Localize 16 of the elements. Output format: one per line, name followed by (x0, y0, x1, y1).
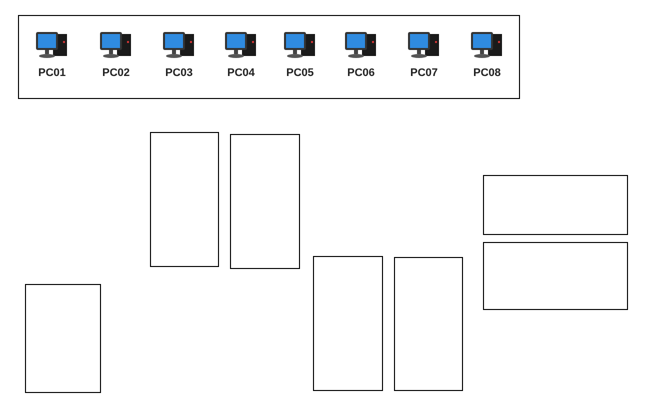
computer-label: PC07 (410, 67, 438, 79)
computer-label: PC04 (227, 67, 255, 79)
empty-box (394, 257, 463, 391)
computer-label: PC05 (286, 67, 314, 79)
empty-box (230, 134, 300, 269)
computer-label: PC01 (38, 67, 66, 79)
computer-label: PC06 (347, 67, 375, 79)
computer-label: PC08 (473, 67, 501, 79)
empty-box (150, 132, 219, 267)
empty-box (483, 242, 628, 310)
empty-box (483, 175, 628, 235)
group-frame (18, 15, 520, 99)
empty-box (25, 284, 101, 393)
computer-label: PC02 (102, 67, 130, 79)
empty-box (313, 256, 383, 391)
computer-label: PC03 (165, 67, 193, 79)
